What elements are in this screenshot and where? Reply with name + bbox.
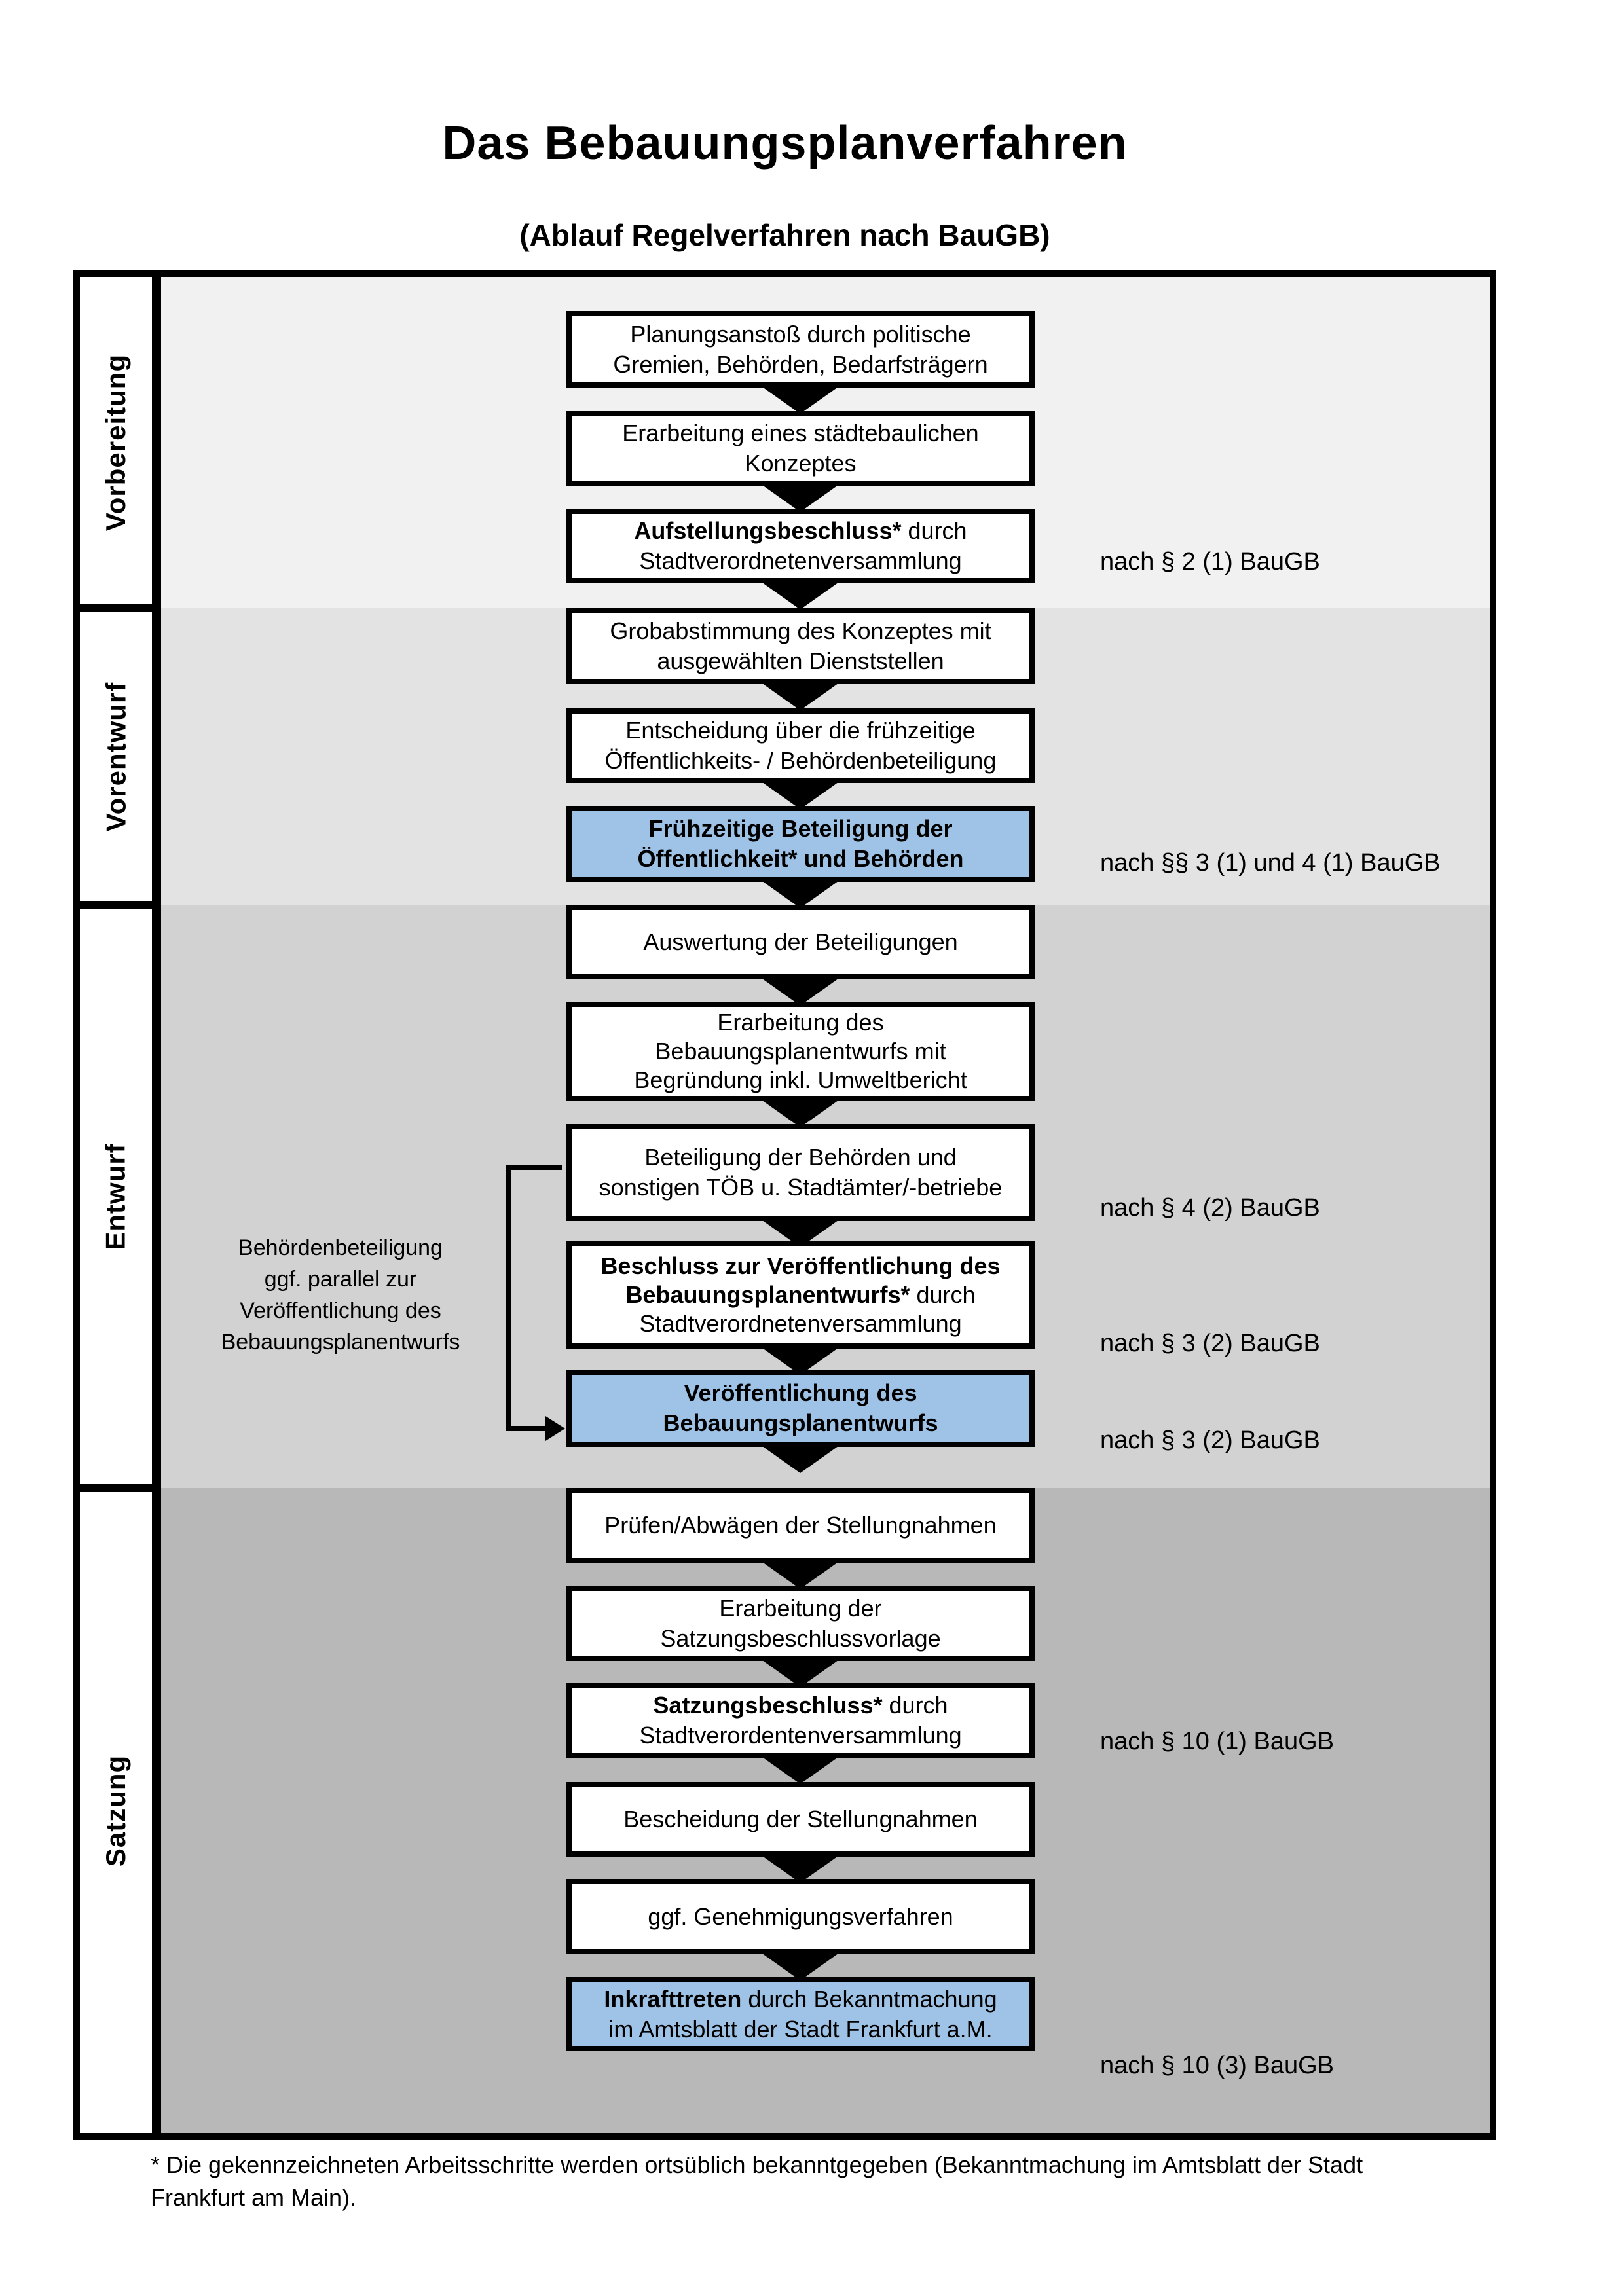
box-text-line: Erarbeitung der xyxy=(719,1594,882,1622)
side-note-behoerdenbeteiligung: Behördenbeteiligung ggf. parallel zur Ve… xyxy=(196,1232,485,1358)
box-genehmigungsverfahren: ggf. Genehmigungsverfahren xyxy=(566,1879,1035,1954)
side-note-line: Bebauungsplanentwurfs xyxy=(221,1330,460,1355)
phase-separator-line xyxy=(80,1484,161,1492)
box-pruefen-abwaegen: Prüfen/Abwägen der Stellungnahmen xyxy=(566,1488,1035,1563)
flow-arrow-down-icon xyxy=(758,1097,843,1127)
legal-reference: nach § 10 (3) BauGB xyxy=(1100,2052,1334,2079)
box-text-line: Stadtverordentenversammlung xyxy=(639,1721,962,1749)
side-note-line: Behördenbeteiligung xyxy=(238,1235,443,1260)
phase-label-cell-entwurf: Entwurf xyxy=(80,905,152,1488)
flow-arrow-down-icon xyxy=(758,1657,843,1687)
box-text-line: Öffentlichkeit* und Behörden xyxy=(637,845,964,872)
footnote-line: * Die gekennzeichneten Arbeitsschritte w… xyxy=(151,2151,1363,2178)
parallel-connector-bottom-line xyxy=(506,1426,547,1431)
box-text-line: ausgewählten Dienststellen xyxy=(657,647,944,674)
legal-reference: nach §§ 3 (1) und 4 (1) BauGB xyxy=(1100,849,1441,877)
box-text-line: Bescheidung der Stellungnahmen xyxy=(623,1806,978,1832)
legal-reference: nach § 4 (2) BauGB xyxy=(1100,1194,1320,1222)
box-fruehzeitige-beteiligung-highlight: Frühzeitige Beteiligung der Öffentlichke… xyxy=(566,806,1035,882)
box-text-line: Gremien, Behörden, Bedarfsträgern xyxy=(613,350,988,378)
box-text-line: Veröffentlichung des xyxy=(684,1379,917,1406)
box-text-line: Öffentlichkeits- / Behördenbeteiligung xyxy=(604,747,997,774)
parallel-connector-top-line xyxy=(506,1165,562,1170)
page-subtitle: (Ablauf Regelverfahren nach BauGB) xyxy=(519,218,1050,252)
box-text-line: Bebauungsplanentwurfs xyxy=(663,1410,938,1436)
box-text-line: Stadtverordnetenversammlung xyxy=(639,1309,962,1337)
side-note-line: Veröffentlichung des xyxy=(240,1298,441,1323)
box-aufstellungsbeschluss: Aufstellungsbeschluss* durch Stadtverord… xyxy=(566,509,1035,583)
box-text-line: Bebauungsplanentwurfs* durch xyxy=(625,1281,976,1308)
phase-label-cell-vorbereitung: Vorbereitung xyxy=(80,277,152,608)
box-text-line: Beschluss zur Veröffentlichung des xyxy=(600,1252,1001,1279)
box-text-line: Satzungsbeschlussvorlage xyxy=(660,1624,941,1652)
phase-label-vorentwurf: Vorentwurf xyxy=(100,682,131,831)
box-text-line: Planungsanstoß durch politische xyxy=(630,320,971,348)
box-inkrafttreten-highlight: Inkrafttreten durch Bekanntmachung im Am… xyxy=(566,1977,1035,2051)
box-planungsanstoss: Planungsanstoß durch politische Gremien,… xyxy=(566,311,1035,388)
parallel-connector-arrowhead-icon xyxy=(545,1416,565,1441)
flow-arrow-down-icon xyxy=(758,482,843,512)
box-text-line: sonstigen TÖB u. Stadtämter/-betriebe xyxy=(599,1174,1003,1201)
footnote-line: Frankfurt am Main). xyxy=(151,2184,357,2211)
legal-reference: nach § 3 (2) BauGB xyxy=(1100,1427,1320,1454)
flow-arrow-down-icon xyxy=(758,384,843,414)
flow-arrow-down-icon xyxy=(758,1559,843,1589)
phase-label-cell-satzung: Satzung xyxy=(80,1488,152,2133)
box-text-line: Grobabstimmung des Konzeptes mit xyxy=(610,617,991,644)
box-text-line: Stadtverordnetenversammlung xyxy=(639,547,962,574)
box-text-line: Beteiligung der Behörden und xyxy=(644,1144,957,1171)
box-staedtebauliches-konzept: Erarbeitung eines städtebaulichen Konzep… xyxy=(566,411,1035,486)
box-text-line: Begründung inkl. Umweltbericht xyxy=(634,1066,967,1093)
phase-separator-line xyxy=(80,901,161,909)
phase-separator-line xyxy=(80,604,161,612)
flow-arrow-down-icon xyxy=(758,1754,843,1784)
box-veroeffentlichung-bebauungsplanentwurf-highlight: Veröffentlichung des Bebauungsplanentwur… xyxy=(566,1370,1035,1447)
box-text-line: Konzeptes xyxy=(745,450,857,477)
flow-arrow-down-icon xyxy=(758,579,843,610)
box-beteiligung-behoerden-toeb: Beteiligung der Behörden und sonstigen T… xyxy=(566,1124,1035,1221)
box-text-line: Erarbeitung eines städtebaulichen xyxy=(622,420,979,446)
box-satzungsbeschlussvorlage: Erarbeitung der Satzungsbeschlussvorlage xyxy=(566,1586,1035,1661)
box-text-line: Aufstellungsbeschluss* durch xyxy=(634,517,967,544)
phase-label-cell-vorentwurf: Vorentwurf xyxy=(80,608,152,905)
phase-label-entwurf: Entwurf xyxy=(100,1142,131,1250)
label-column-divider xyxy=(152,277,161,2133)
box-entscheidung-fruehzeitige-beteiligung: Entscheidung über die frühzeitige Öffent… xyxy=(566,708,1035,783)
flow-arrow-down-icon xyxy=(758,779,843,809)
legal-reference: nach § 10 (1) BauGB xyxy=(1100,1728,1334,1755)
box-text-line: im Amtsblatt der Stadt Frankfurt a.M. xyxy=(608,2015,993,2043)
flow-arrow-down-icon xyxy=(758,1853,843,1883)
box-bescheidung-stellungnahmen: Bescheidung der Stellungnahmen xyxy=(566,1782,1035,1857)
box-text-line: Inkrafttreten durch Bekanntmachung xyxy=(604,1985,997,2013)
box-grobabstimmung: Grobabstimmung des Konzeptes mit ausgewä… xyxy=(566,608,1035,684)
parallel-connector-vertical-line xyxy=(506,1167,511,1431)
box-text-line: Frühzeitige Beteiligung der xyxy=(648,815,953,842)
box-text-line: Prüfen/Abwägen der Stellungnahmen xyxy=(604,1512,997,1539)
flow-arrow-down-icon xyxy=(758,1950,843,1980)
box-text-line: Auswertung der Beteiligungen xyxy=(643,928,958,955)
phase-label-satzung: Satzung xyxy=(100,1755,132,1867)
box-auswertung-beteiligungen: Auswertung der Beteiligungen xyxy=(566,905,1035,979)
phase-label-vorbereitung: Vorbereitung xyxy=(100,354,132,532)
box-text-line: Erarbeitung des xyxy=(717,1009,884,1036)
box-text-line: Bebauungsplanentwurfs mit xyxy=(655,1038,946,1065)
legal-reference: nach § 3 (2) BauGB xyxy=(1100,1330,1320,1357)
box-beschluss-veroeffentlichung: Beschluss zur Veröffentlichung des Bebau… xyxy=(566,1241,1035,1349)
flow-arrow-down-icon xyxy=(758,1443,843,1473)
box-erarbeitung-bebauungsplanentwurf: Erarbeitung des Bebauungsplanentwurfs mi… xyxy=(566,1002,1035,1101)
box-text-line: Entscheidung über die frühzeitige xyxy=(625,717,976,744)
page-title: Das Bebauungsplanverfahren xyxy=(442,117,1128,170)
flow-arrow-down-icon xyxy=(758,680,843,710)
legal-reference: nach § 2 (1) BauGB xyxy=(1100,548,1320,575)
flow-arrow-down-icon xyxy=(758,975,843,1006)
box-text-line: Satzungsbeschluss* durch xyxy=(653,1691,948,1719)
flow-arrow-down-icon xyxy=(758,878,843,908)
box-text-line: ggf. Genehmigungsverfahren xyxy=(648,1903,953,1930)
side-note-line: ggf. parallel zur xyxy=(264,1267,417,1292)
footnote: * Die gekennzeichneten Arbeitsschritte w… xyxy=(151,2149,1552,2214)
box-satzungsbeschluss: Satzungsbeschluss* durch Stadtverordente… xyxy=(566,1683,1035,1758)
